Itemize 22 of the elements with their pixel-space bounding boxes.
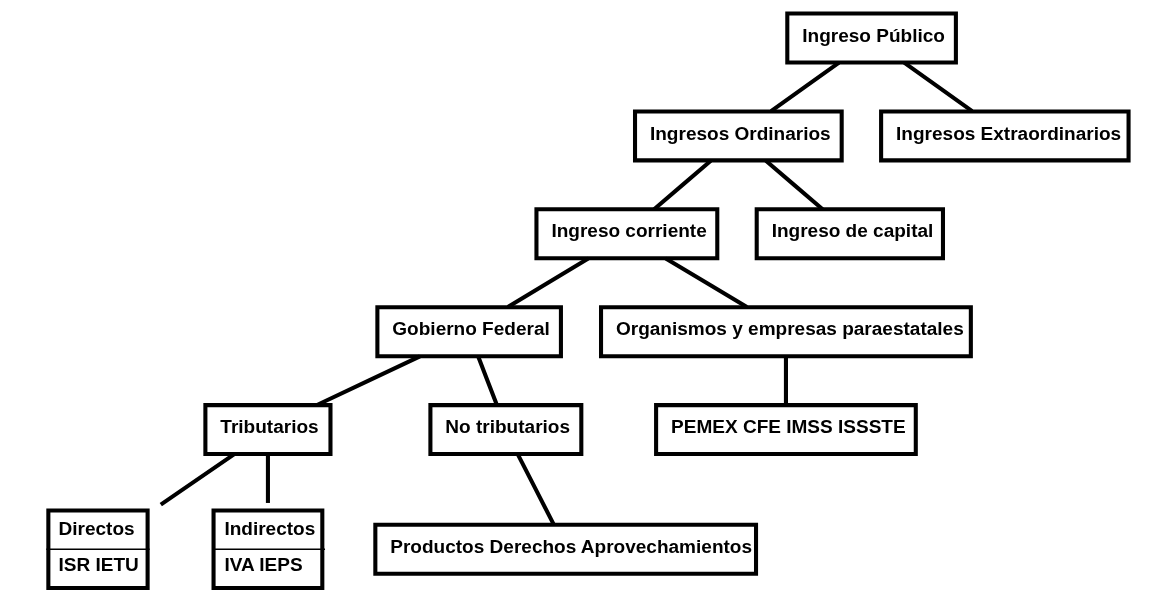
connector — [516, 453, 556, 526]
node-box: Ingreso de capital — [754, 207, 945, 261]
node-box: Productos Derechos Aprovechamientos — [373, 522, 759, 576]
connector — [316, 354, 421, 407]
connector — [903, 61, 974, 113]
node-box: Organismos y empresas paraestatales — [599, 305, 973, 359]
connector — [664, 256, 748, 309]
node-box: Gobierno Federal — [375, 305, 563, 359]
node-box: Ingresos Ordinarios — [633, 109, 844, 163]
connector — [652, 159, 713, 211]
connector — [783, 356, 788, 405]
node-box: No tributarios — [428, 403, 584, 457]
connector — [476, 355, 499, 406]
node-box: Ingresos Extraordinarios — [879, 109, 1131, 163]
connector — [769, 61, 841, 113]
connector — [506, 256, 590, 309]
node-box: PEMEX CFE IMSS ISSSTE — [654, 403, 918, 457]
node-box: Ingreso Público — [785, 11, 958, 65]
connector — [265, 454, 270, 503]
node-box: Tributarios — [203, 403, 333, 457]
node-box: Ingreso corriente — [534, 207, 720, 261]
connector — [764, 159, 824, 211]
